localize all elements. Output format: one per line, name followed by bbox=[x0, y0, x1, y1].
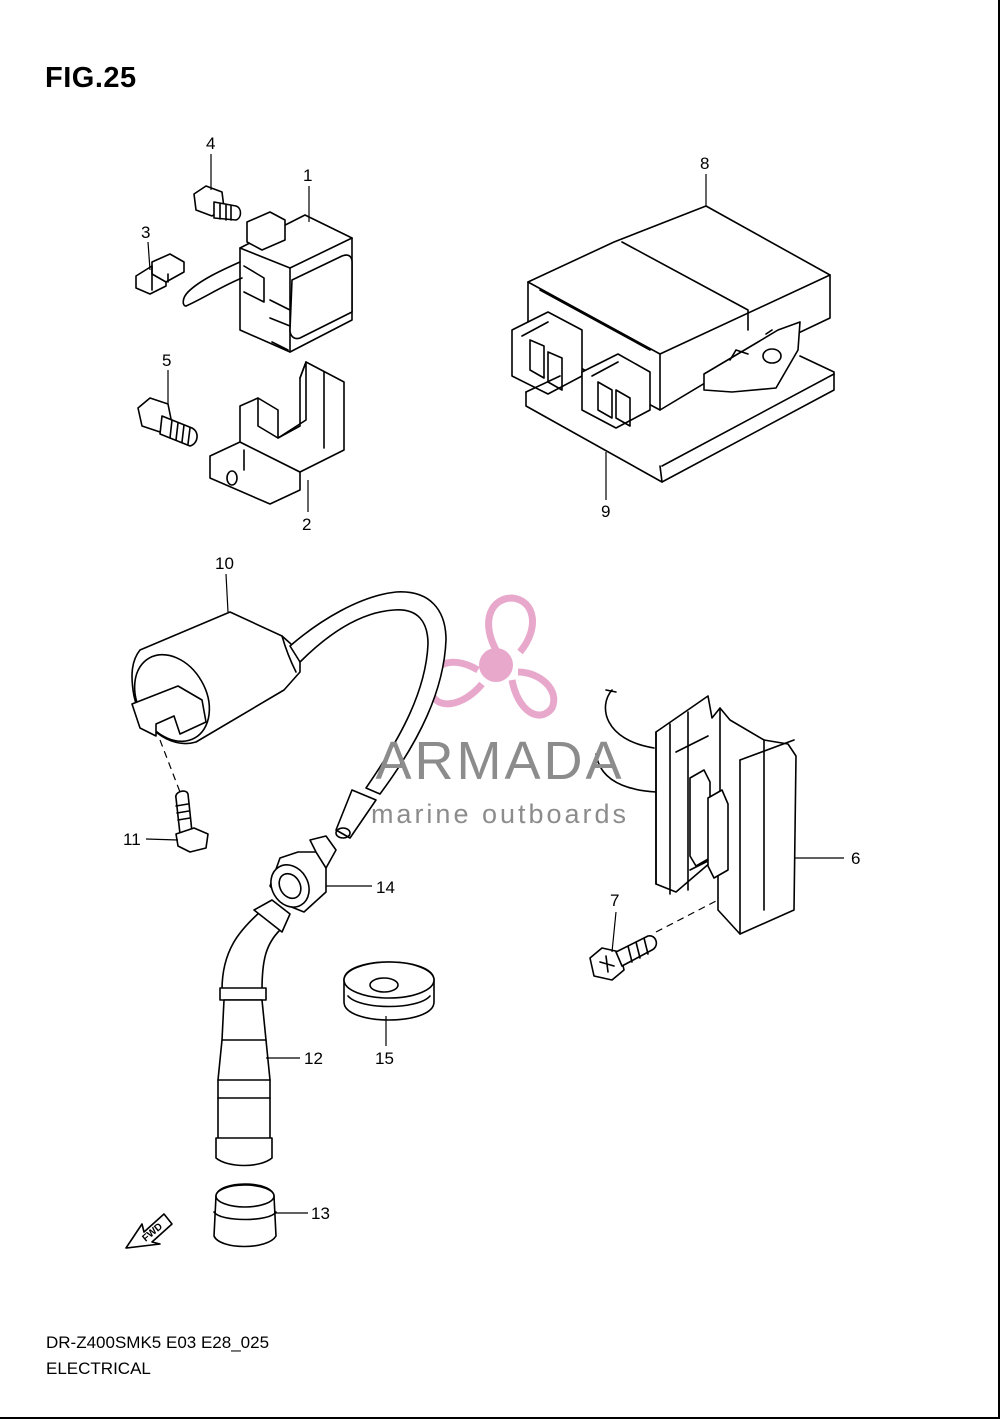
section-name: ELECTRICAL bbox=[46, 1359, 151, 1378]
callout-4: 4 bbox=[206, 134, 215, 153]
fwd-arrow-icon: FWD bbox=[125, 1213, 173, 1249]
callout-5: 5 bbox=[162, 351, 171, 370]
dashed-assembly-lines bbox=[159, 739, 719, 933]
callout-14: 14 bbox=[376, 878, 395, 897]
part-relay bbox=[182, 211, 353, 353]
callout-15: 15 bbox=[375, 1049, 394, 1068]
part-bracket bbox=[209, 361, 345, 505]
part-grommet bbox=[343, 961, 435, 1021]
callout-11: 11 bbox=[123, 830, 141, 849]
callout-12: 12 bbox=[304, 1049, 323, 1068]
part-cdi-unit bbox=[511, 205, 831, 429]
callout-9: 9 bbox=[601, 502, 610, 521]
callout-labels: 1 2 3 4 5 6 7 8 9 10 11 12 13 14 15 bbox=[123, 134, 860, 1223]
part-plug-cap bbox=[215, 899, 291, 1167]
callout-2: 2 bbox=[302, 515, 311, 534]
part-bolt-5 bbox=[137, 397, 198, 447]
part-bolt-4 bbox=[193, 185, 242, 221]
part-seal-boot bbox=[269, 835, 337, 913]
part-ignition-coil bbox=[131, 591, 447, 839]
watermark-tagline: marine outboards bbox=[370, 799, 630, 829]
model-code: DR-Z400SMK5 E03 E28_025 bbox=[46, 1333, 270, 1352]
callout-8: 8 bbox=[700, 154, 709, 173]
callout-13: 13 bbox=[311, 1204, 330, 1223]
part-bolt-7 bbox=[589, 935, 658, 981]
callout-7: 7 bbox=[610, 891, 619, 910]
part-cdi-pad bbox=[525, 355, 835, 483]
callout-6: 6 bbox=[851, 849, 860, 868]
figure-title: FIG.25 bbox=[45, 62, 137, 94]
part-bolt-11 bbox=[175, 790, 209, 853]
part-connector bbox=[135, 253, 185, 295]
part-plug-cover bbox=[213, 1183, 277, 1248]
callout-10: 10 bbox=[215, 554, 234, 573]
leader-lines bbox=[145, 154, 844, 1214]
callout-3: 3 bbox=[141, 223, 150, 242]
part-regulator bbox=[595, 689, 797, 935]
propeller-icon bbox=[426, 594, 558, 719]
callout-1: 1 bbox=[303, 166, 312, 185]
watermark-brand: ARMADA bbox=[375, 731, 625, 791]
